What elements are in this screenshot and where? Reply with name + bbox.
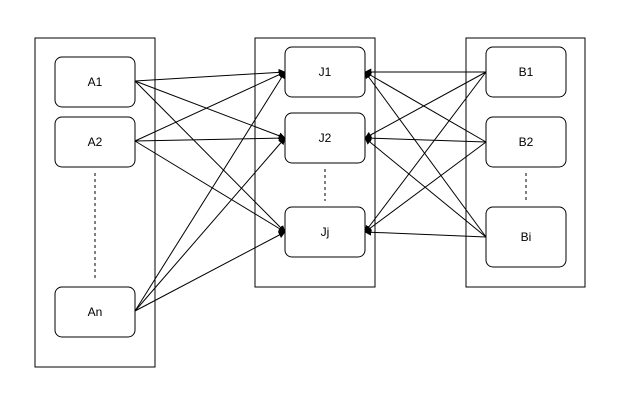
node-b2-label: B2	[519, 135, 534, 149]
edges-layer	[134, 68, 487, 312]
edge-b1-to-j2	[364, 71, 487, 139]
node-a1: A1	[54, 56, 136, 108]
node-bi: Bi	[485, 206, 567, 268]
edge-a1-to-j2	[134, 80, 286, 140]
edge-an-to-jj	[134, 231, 286, 312]
node-jj-box	[284, 206, 366, 258]
node-b2: B2	[485, 116, 567, 168]
node-j2: J2	[284, 112, 366, 164]
edge-bi-to-j1	[364, 71, 487, 238]
edge-b2-to-j1	[364, 71, 487, 143]
node-an-box	[54, 286, 136, 338]
node-jj: Jj	[284, 206, 366, 258]
edge-bi-to-j2	[364, 137, 487, 238]
edge-an-to-j2	[134, 137, 286, 312]
edge-b1-to-jj	[364, 71, 487, 233]
node-bi-label: Bi	[521, 230, 532, 244]
node-b1: B1	[485, 46, 567, 98]
edge-a1-to-jj	[134, 80, 286, 233]
node-jj-label: Jj	[321, 225, 330, 239]
node-b1-box	[485, 46, 567, 98]
node-an: An	[54, 286, 136, 338]
ellipsis-layer	[94, 169, 527, 281]
edge-b2-to-j2	[364, 134, 487, 143]
node-b1-label: B1	[519, 65, 534, 79]
edge-a2-to-j1	[134, 71, 286, 142]
node-an-label: An	[88, 305, 103, 319]
edge-bi-to-jj	[364, 228, 487, 238]
node-bi-box	[485, 206, 567, 268]
node-j2-label: J2	[319, 131, 332, 145]
node-a2-box	[54, 116, 136, 168]
node-a1-label: A1	[88, 75, 103, 89]
node-a2-label: A2	[88, 135, 103, 149]
node-j1: J1	[284, 46, 366, 98]
node-a2: A2	[54, 116, 136, 168]
node-b2-box	[485, 116, 567, 168]
node-j2-box	[284, 112, 366, 164]
node-j1-box	[284, 46, 366, 98]
edge-a2-to-jj	[134, 140, 286, 233]
edge-an-to-j1	[134, 71, 286, 312]
edge-a1-to-j1	[134, 68, 286, 82]
node-a1-box	[54, 56, 136, 108]
edge-a2-to-j2	[134, 134, 286, 142]
node-j1-label: J1	[319, 65, 332, 79]
